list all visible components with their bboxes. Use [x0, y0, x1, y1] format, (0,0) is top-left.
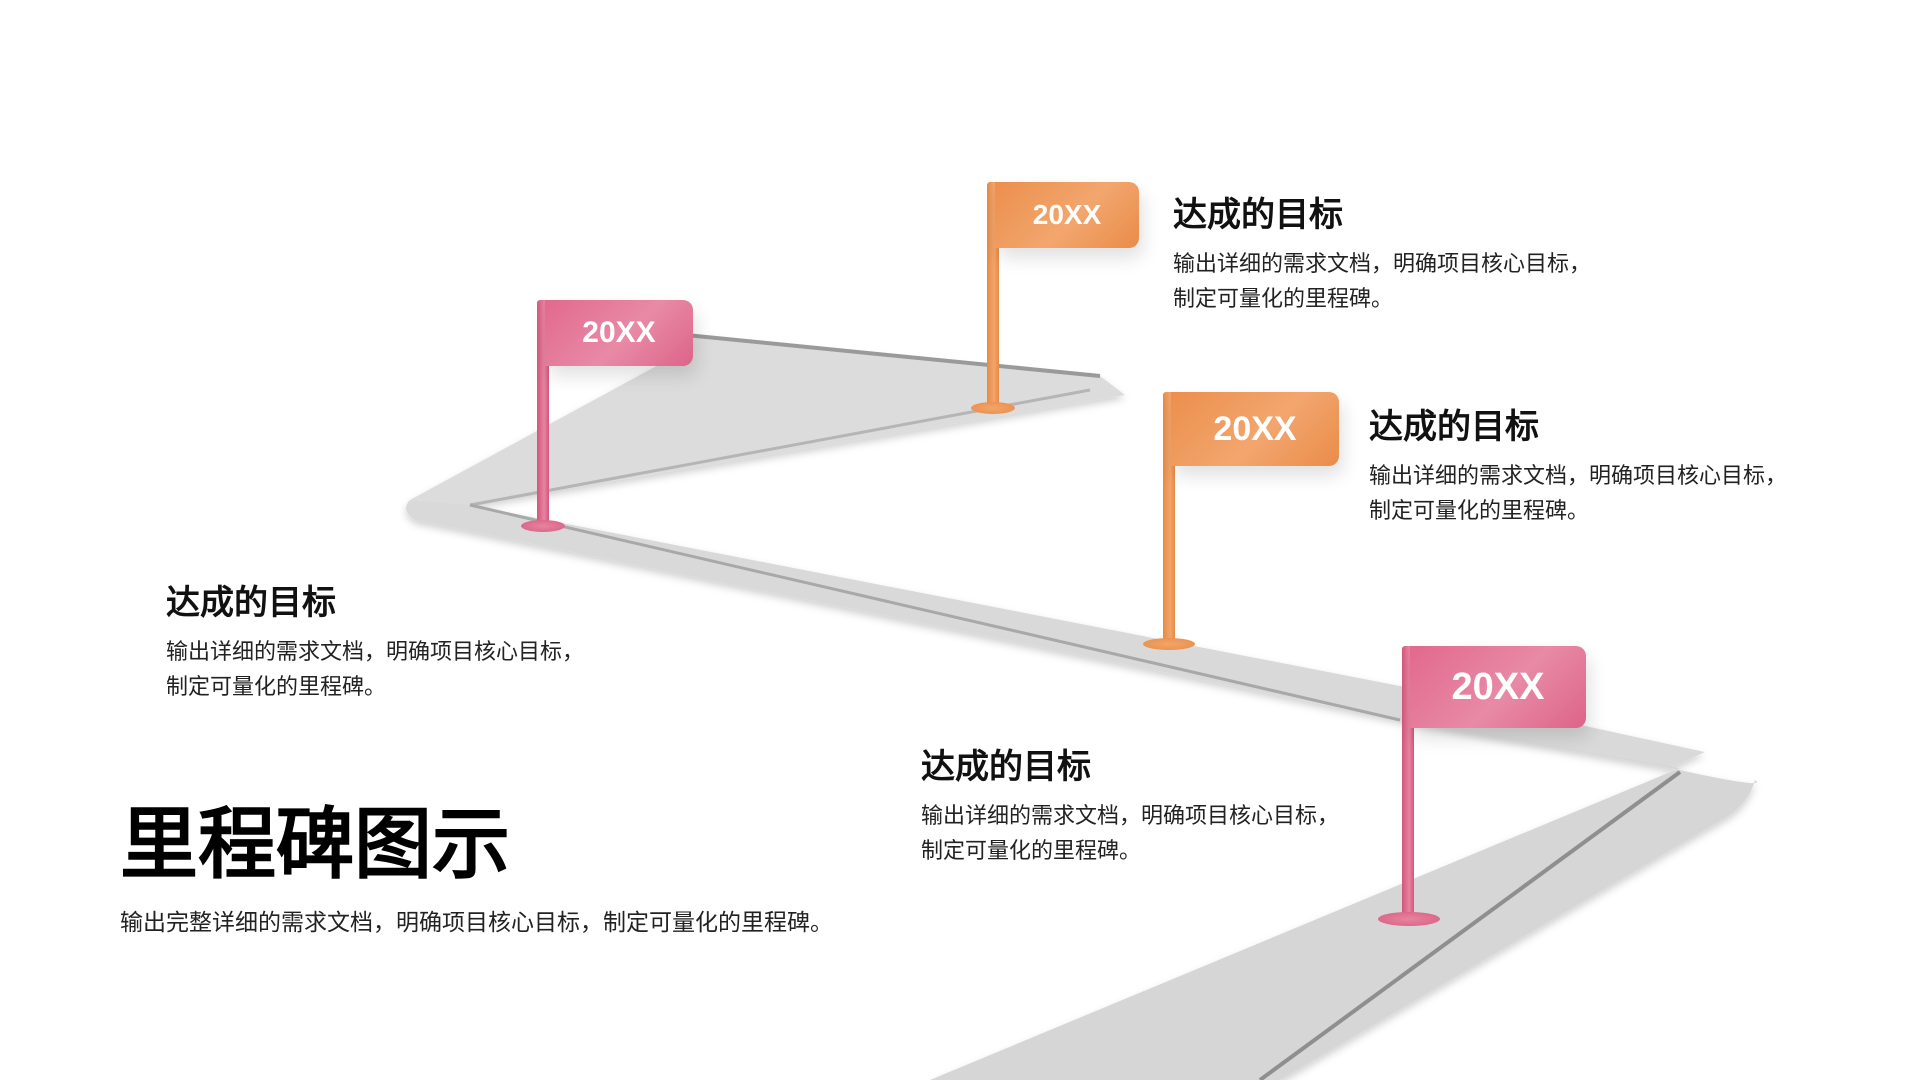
milestone-text-1: 达成的目标 输出详细的需求文档，明确项目核心目标，制定可量化的里程碑。: [166, 581, 596, 705]
milestone-text-4: 达成的目标 输出详细的需求文档，明确项目核心目标，制定可量化的里程碑。: [921, 745, 1351, 869]
road-edge-middle: [469, 503, 1401, 722]
road-edge-top: [685, 333, 1101, 378]
road-segment-front: [930, 720, 1757, 1080]
milestone-title: 达成的目标: [166, 583, 336, 623]
flag-year-label: 20XX: [1410, 646, 1586, 728]
milestone-description: 输出详细的需求文档，明确项目核心目标，制定可量化的里程碑。: [166, 640, 585, 700]
flag-base: [1378, 912, 1440, 926]
milestone-title: 达成的目标: [1369, 407, 1539, 447]
milestone-text-3: 达成的目标 输出详细的需求文档，明确项目核心目标，制定可量化的里程碑。: [1369, 405, 1799, 529]
road-segment-left-bend: [406, 500, 1705, 768]
page-title: 里程碑图示: [120, 800, 511, 890]
milestone-description: 输出详细的需求文档，明确项目核心目标，制定可量化的里程碑。: [1369, 464, 1788, 524]
road-segment-top: [410, 335, 1125, 505]
milestone-description: 输出详细的需求文档，明确项目核心目标，制定可量化的里程碑。: [1173, 252, 1592, 312]
milestone-text-2: 达成的目标 输出详细的需求文档，明确项目核心目标，制定可量化的里程碑。: [1173, 193, 1603, 317]
flag-year-label: 20XX: [545, 300, 693, 366]
flag-base: [521, 520, 565, 532]
milestone-title: 达成的目标: [921, 747, 1091, 787]
flag-year-label: 20XX: [995, 182, 1139, 248]
flag-base: [1143, 638, 1195, 650]
page-subtitle: 输出完整详细的需求文档，明确项目核心目标，制定可量化的里程碑。: [120, 910, 833, 936]
milestone-description: 输出详细的需求文档，明确项目核心目标，制定可量化的里程碑。: [921, 804, 1340, 864]
milestone-title: 达成的目标: [1173, 195, 1343, 235]
road-edge-front: [1258, 770, 1682, 1080]
flag-base: [971, 402, 1015, 414]
flag-year-label: 20XX: [1171, 392, 1339, 466]
